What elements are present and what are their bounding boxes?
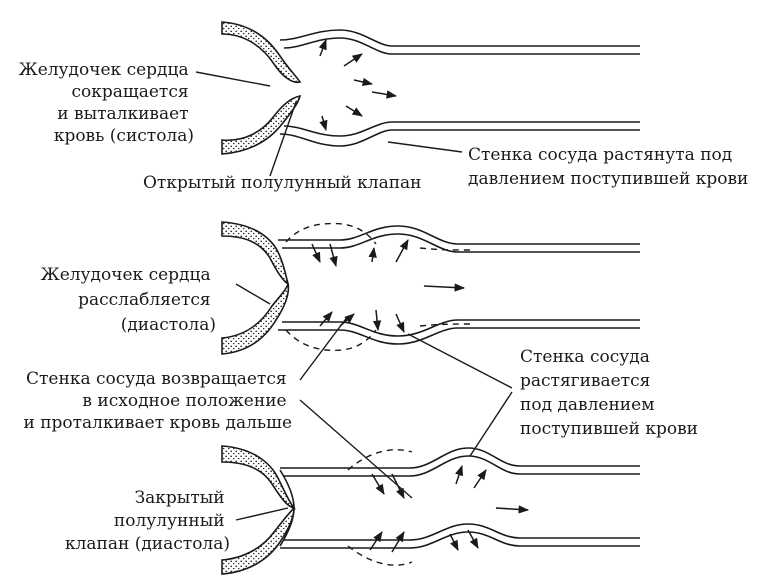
label-line: в исходное положение bbox=[82, 391, 286, 411]
label-line: Стенка сосуда растянута под bbox=[468, 145, 732, 165]
flow-arrow bbox=[449, 533, 459, 551]
label-line: Стенка сосуда возвращается bbox=[26, 369, 287, 389]
flow-arrow bbox=[495, 505, 530, 514]
flow-arrow bbox=[372, 309, 382, 332]
label-line: Стенка сосуда bbox=[520, 347, 650, 367]
vessel-wall-lower bbox=[284, 523, 640, 541]
closed-valve-cusp bbox=[279, 469, 295, 547]
leader-line bbox=[299, 399, 413, 499]
vessel-wall-lower bbox=[282, 319, 640, 337]
label-line: полулунный bbox=[114, 511, 225, 531]
panel-diastole-relax: Желудочек сердца расслабляется (диастола… bbox=[41, 221, 640, 355]
label-line: клапан (диастола) bbox=[65, 534, 230, 554]
previous-wall-position bbox=[419, 323, 471, 327]
previous-wall-position bbox=[347, 545, 413, 566]
flow-arrow bbox=[345, 105, 363, 117]
flow-arrow bbox=[343, 53, 363, 67]
previous-wall-position bbox=[285, 222, 377, 245]
flow-arrow bbox=[369, 531, 383, 551]
flow-arrow bbox=[473, 469, 487, 489]
leader-line bbox=[387, 141, 463, 153]
leader-line bbox=[235, 283, 271, 305]
ventricle-wall-upper bbox=[221, 221, 290, 286]
label-line: давлением поступившей крови bbox=[468, 169, 748, 189]
previous-wall-position bbox=[347, 449, 413, 471]
label-line: поступившей крови bbox=[520, 419, 698, 439]
label-line: и выталкивает bbox=[57, 104, 188, 124]
vessel-wall-lower bbox=[283, 121, 640, 137]
flow-arrow bbox=[395, 313, 405, 333]
ventricle-wall-upper bbox=[221, 445, 296, 510]
leader-line bbox=[299, 315, 349, 381]
flow-arrow bbox=[371, 473, 385, 495]
flow-arrow bbox=[423, 283, 466, 292]
previous-wall-position bbox=[419, 247, 471, 251]
flow-arrow bbox=[311, 243, 321, 263]
leader-line bbox=[407, 333, 513, 389]
label-ventricle-systole: Желудочек сердца сокращается и выталкива… bbox=[19, 60, 194, 146]
vessel-wall-lower-inner bbox=[279, 129, 640, 147]
label-ventricle-diastole: Желудочек сердца расслабляется (диастола… bbox=[41, 265, 216, 335]
label-line: сокращается bbox=[72, 82, 189, 102]
vessel-wall-upper bbox=[279, 29, 640, 47]
leader-line bbox=[469, 391, 513, 457]
panel-closed-valve: Закрытый полулунный клапан (диастола) bbox=[65, 445, 640, 575]
flow-arrow bbox=[467, 529, 479, 549]
label-closed-valve: Закрытый полулунный клапан (диастола) bbox=[65, 488, 230, 554]
leader-line bbox=[195, 71, 271, 87]
ventricle-wall-lower bbox=[221, 94, 302, 155]
ventricle-wall-upper bbox=[221, 21, 302, 84]
flow-arrow bbox=[368, 246, 377, 263]
label-line: Желудочек сердца bbox=[41, 265, 211, 285]
flow-arrow bbox=[395, 239, 409, 263]
label-line: Желудочек сердца bbox=[19, 60, 189, 80]
leader-line bbox=[269, 101, 297, 177]
label-line: и проталкивает кровь дальше bbox=[23, 413, 292, 433]
middle-annotations: Стенка сосуда возвращается в исходное по… bbox=[23, 315, 698, 499]
vessel-wall-upper-inner bbox=[283, 37, 640, 55]
vessel-wall-upper bbox=[278, 225, 640, 245]
vessel-wall-upper-inner bbox=[282, 233, 640, 253]
flow-arrow bbox=[329, 243, 338, 268]
label-line: кровь (систола) bbox=[54, 126, 194, 146]
leader-line bbox=[235, 507, 289, 521]
flow-arrow bbox=[371, 90, 398, 99]
label-wall-stretches: Стенка сосуда растягивается под давление… bbox=[520, 347, 698, 439]
flow-arrow bbox=[391, 531, 405, 553]
vessel-wall-upper bbox=[280, 447, 640, 469]
previous-wall-position bbox=[285, 329, 377, 352]
label-line: расслабляется bbox=[78, 290, 210, 310]
vessel-wall-upper-inner bbox=[284, 455, 640, 477]
flow-arrow bbox=[391, 473, 405, 499]
label-open-valve: Открытый полулунный клапан bbox=[143, 173, 422, 193]
flow-arrow bbox=[319, 115, 328, 132]
label-wall-returns: Стенка сосуда возвращается в исходное по… bbox=[23, 369, 292, 433]
ventricle-wall-lower bbox=[221, 280, 290, 355]
label-wall-stretched: Стенка сосуда растянута под давлением по… bbox=[468, 145, 748, 189]
panel-systole: Желудочек сердца сокращается и выталкива… bbox=[19, 21, 748, 193]
label-line: Закрытый bbox=[135, 488, 225, 508]
label-line: под давлением bbox=[520, 395, 654, 415]
vessel-wall-lower-inner bbox=[280, 531, 640, 549]
flow-arrow bbox=[353, 77, 374, 87]
flow-arrow bbox=[318, 39, 327, 57]
flow-arrow bbox=[455, 465, 463, 485]
vessel-wall-lower-inner bbox=[278, 327, 640, 345]
flow-arrow bbox=[319, 311, 333, 327]
label-line: растягивается bbox=[520, 371, 650, 391]
label-line: (диастола) bbox=[121, 315, 216, 335]
